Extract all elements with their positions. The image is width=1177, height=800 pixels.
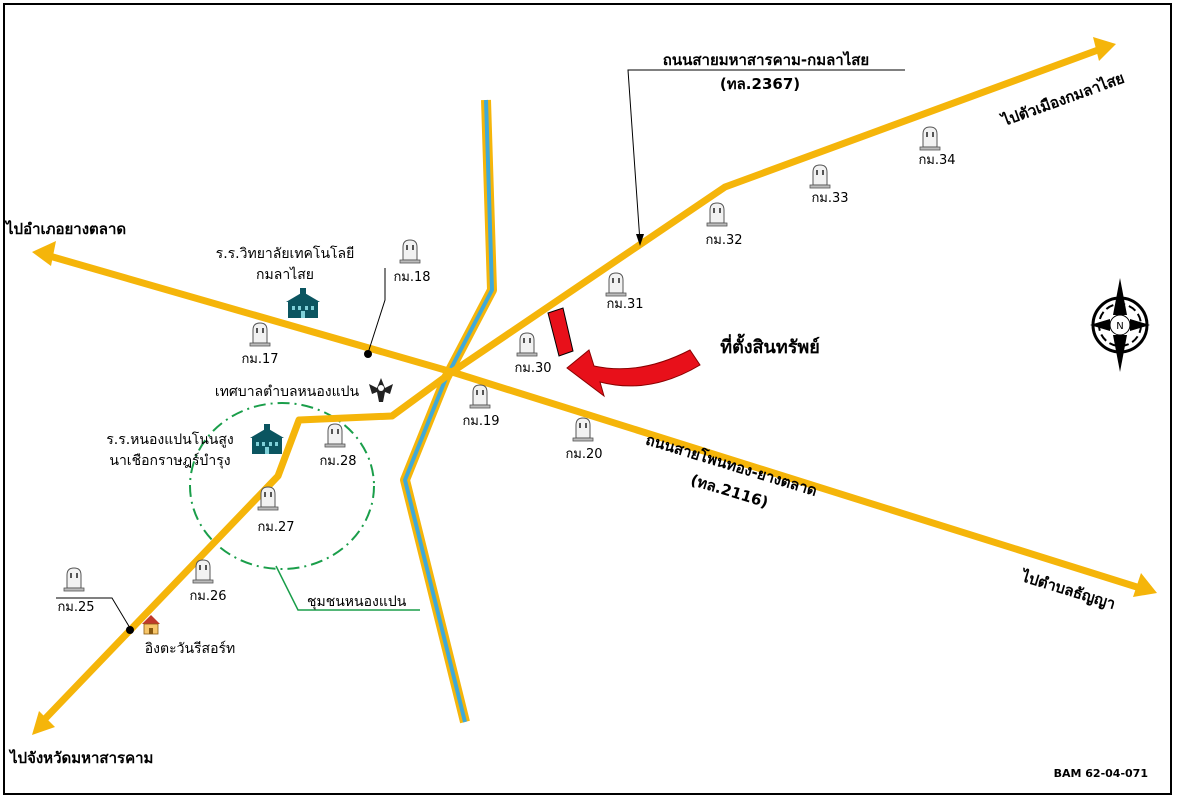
svg-text:กม.33: กม.33 [811, 191, 848, 206]
svg-text:กม.31: กม.31 [606, 297, 643, 312]
canal [400, 99, 497, 724]
km-post-icon [469, 384, 491, 409]
km-post-icon [809, 164, 831, 189]
svg-text:กม.30: กม.30 [514, 361, 551, 376]
km-post-icon [605, 272, 627, 297]
km-marker-33: กม.33 [809, 164, 849, 206]
svg-text:กม.32: กม.32 [705, 233, 742, 248]
km-marker-25: กม.25 [57, 567, 95, 615]
km-post-icon [63, 567, 85, 592]
property-arrow-icon [566, 349, 701, 398]
km-marker-20: กม.20 [565, 417, 603, 462]
svg-text:กม.19: กม.19 [462, 414, 499, 429]
svg-text:กม.26: กม.26 [189, 589, 226, 604]
km-marker-18: กม.18 [393, 239, 431, 285]
road-arrowheads [32, 37, 1157, 735]
reference-code: BAM 62-04-071 [1054, 767, 1148, 780]
km-post-icon [249, 322, 271, 347]
km-marker-30: กม.30 [514, 332, 552, 376]
property-label: ที่ตั้งสินทรัพย์ [720, 333, 820, 358]
compass-letter: N [1116, 321, 1123, 332]
school-label-line2: นาเชือกราษฎร์บำรุง [109, 452, 230, 469]
north-compass-icon: N [1090, 278, 1150, 372]
ne-road-leader [627, 69, 905, 243]
svg-text:กม.20: กม.20 [565, 447, 602, 462]
resort-house-icon [142, 615, 160, 635]
ne-road-name: ถนนสายมหาสารคาม-กมลาไสย [663, 50, 869, 69]
km18-leader-line [367, 268, 386, 354]
technical-college-label-line2: กมลาไสย [256, 266, 314, 283]
km-post-icon [919, 126, 941, 151]
svg-text:กม.17: กม.17 [241, 352, 278, 367]
roads [39, 46, 1142, 725]
ne-road-code: (ทล.2367) [720, 75, 800, 93]
km-post-icon [572, 417, 594, 442]
km-marker-17: กม.17 [241, 322, 279, 367]
km-marker-28: กม.28 [319, 423, 357, 469]
km25-leader-line [56, 597, 131, 629]
svg-text:กม.18: กม.18 [393, 270, 430, 285]
km-marker-27: กม.27 [257, 486, 295, 535]
ne-road-leader-arrow [636, 234, 644, 246]
km-marker-31: กม.31 [605, 272, 644, 312]
municipality-label: เทศบาลตำบลหนองแปน [215, 384, 360, 400]
svg-text:กม.27: กม.27 [257, 520, 294, 535]
km-post-icon [399, 239, 421, 264]
km-marker-26: กม.26 [189, 559, 227, 604]
map-frame [3, 3, 1172, 795]
property-location-marker [547, 307, 574, 357]
community-boundary [189, 402, 375, 570]
garuda-emblem-icon [369, 378, 393, 402]
direction-maha-sarakham: ไปจังหวัดมหาสารคาม [8, 748, 153, 767]
km-marker-32: กม.32 [705, 202, 743, 248]
svg-text:กม.28: กม.28 [319, 454, 356, 469]
school-building-icon [250, 424, 284, 454]
community-leader-line [275, 565, 420, 611]
km-marker-19: กม.19 [462, 384, 500, 429]
km-post-icon [516, 332, 538, 357]
direction-yang-talat: ไปอำเภอยางตลาด [4, 219, 126, 238]
km-marker-34: กม.34 [918, 126, 956, 168]
svg-text:กม.25: กม.25 [57, 600, 94, 615]
resort-point [126, 626, 134, 634]
school-label-line1: ร.ร.หนองแปนโนนสูง [106, 431, 234, 448]
technical-college-building-icon [286, 288, 320, 318]
km-post-icon [706, 202, 728, 227]
technical-college-label-line1: ร.ร.วิทยาลัยเทคโนโลยี [216, 245, 355, 262]
svg-text:กม.34: กม.34 [918, 153, 955, 168]
community-label: ชุมชนหนองแปน [307, 594, 407, 610]
technical-college-point [364, 350, 372, 358]
km-post-icon [324, 423, 346, 448]
resort-label: อิงตะวันรีสอร์ท [145, 640, 236, 657]
